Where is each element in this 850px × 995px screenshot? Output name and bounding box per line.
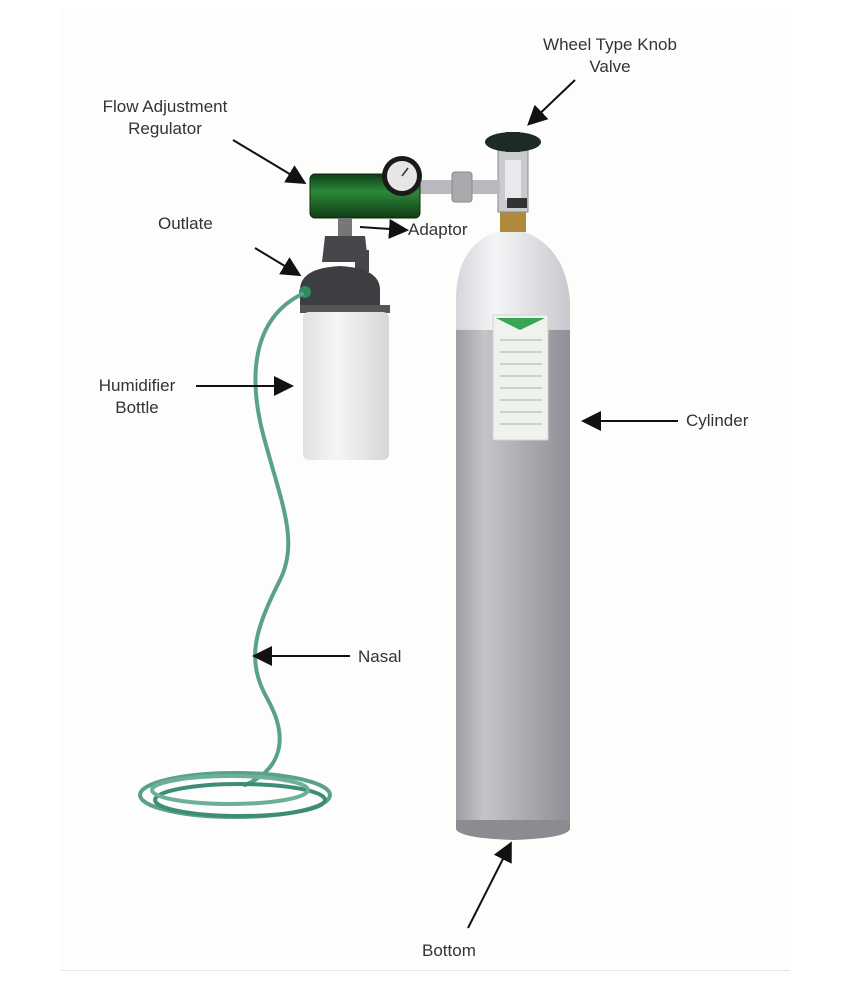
arrow-bottom [467,841,512,929]
humidifier-bottle [299,218,390,460]
callout-arrows [196,79,678,929]
label-adaptor: Adaptor [408,220,468,239]
label-flow-regulator: Flow Adjustment Regulator [80,96,250,140]
cylinder [456,212,570,840]
wheel-knob-valve [485,132,541,213]
label-nasal: Nasal [358,647,402,666]
connector [418,171,500,203]
arrow-adaptor [359,218,409,239]
label-flow-regulator-line2: Regulator [128,119,202,138]
label-humidifier: Humidifier Bottle [78,375,196,419]
label-wheel-knob: Wheel Type Knob Valve [525,34,695,78]
label-humidifier-line1: Humidifier [98,376,176,395]
label-wheel-knob-line2: Valve [589,57,631,76]
label-cylinder: Cylinder [686,411,749,430]
label-outlate: Outlate [158,214,213,233]
label-flow-regulator-line1: Flow Adjustment [102,97,228,116]
bottom-divider [60,970,790,971]
arrow-outlate [254,247,302,277]
label-wheel-knob-line1: Wheel Type Knob [543,35,677,54]
arrow-wheel-knob [527,79,576,126]
nasal-tube [138,292,332,819]
flow-regulator [309,156,422,219]
label-humidifier-line2: Bottle [115,398,159,417]
arrow-regulator [232,139,307,185]
label-bottom: Bottom [422,941,476,960]
